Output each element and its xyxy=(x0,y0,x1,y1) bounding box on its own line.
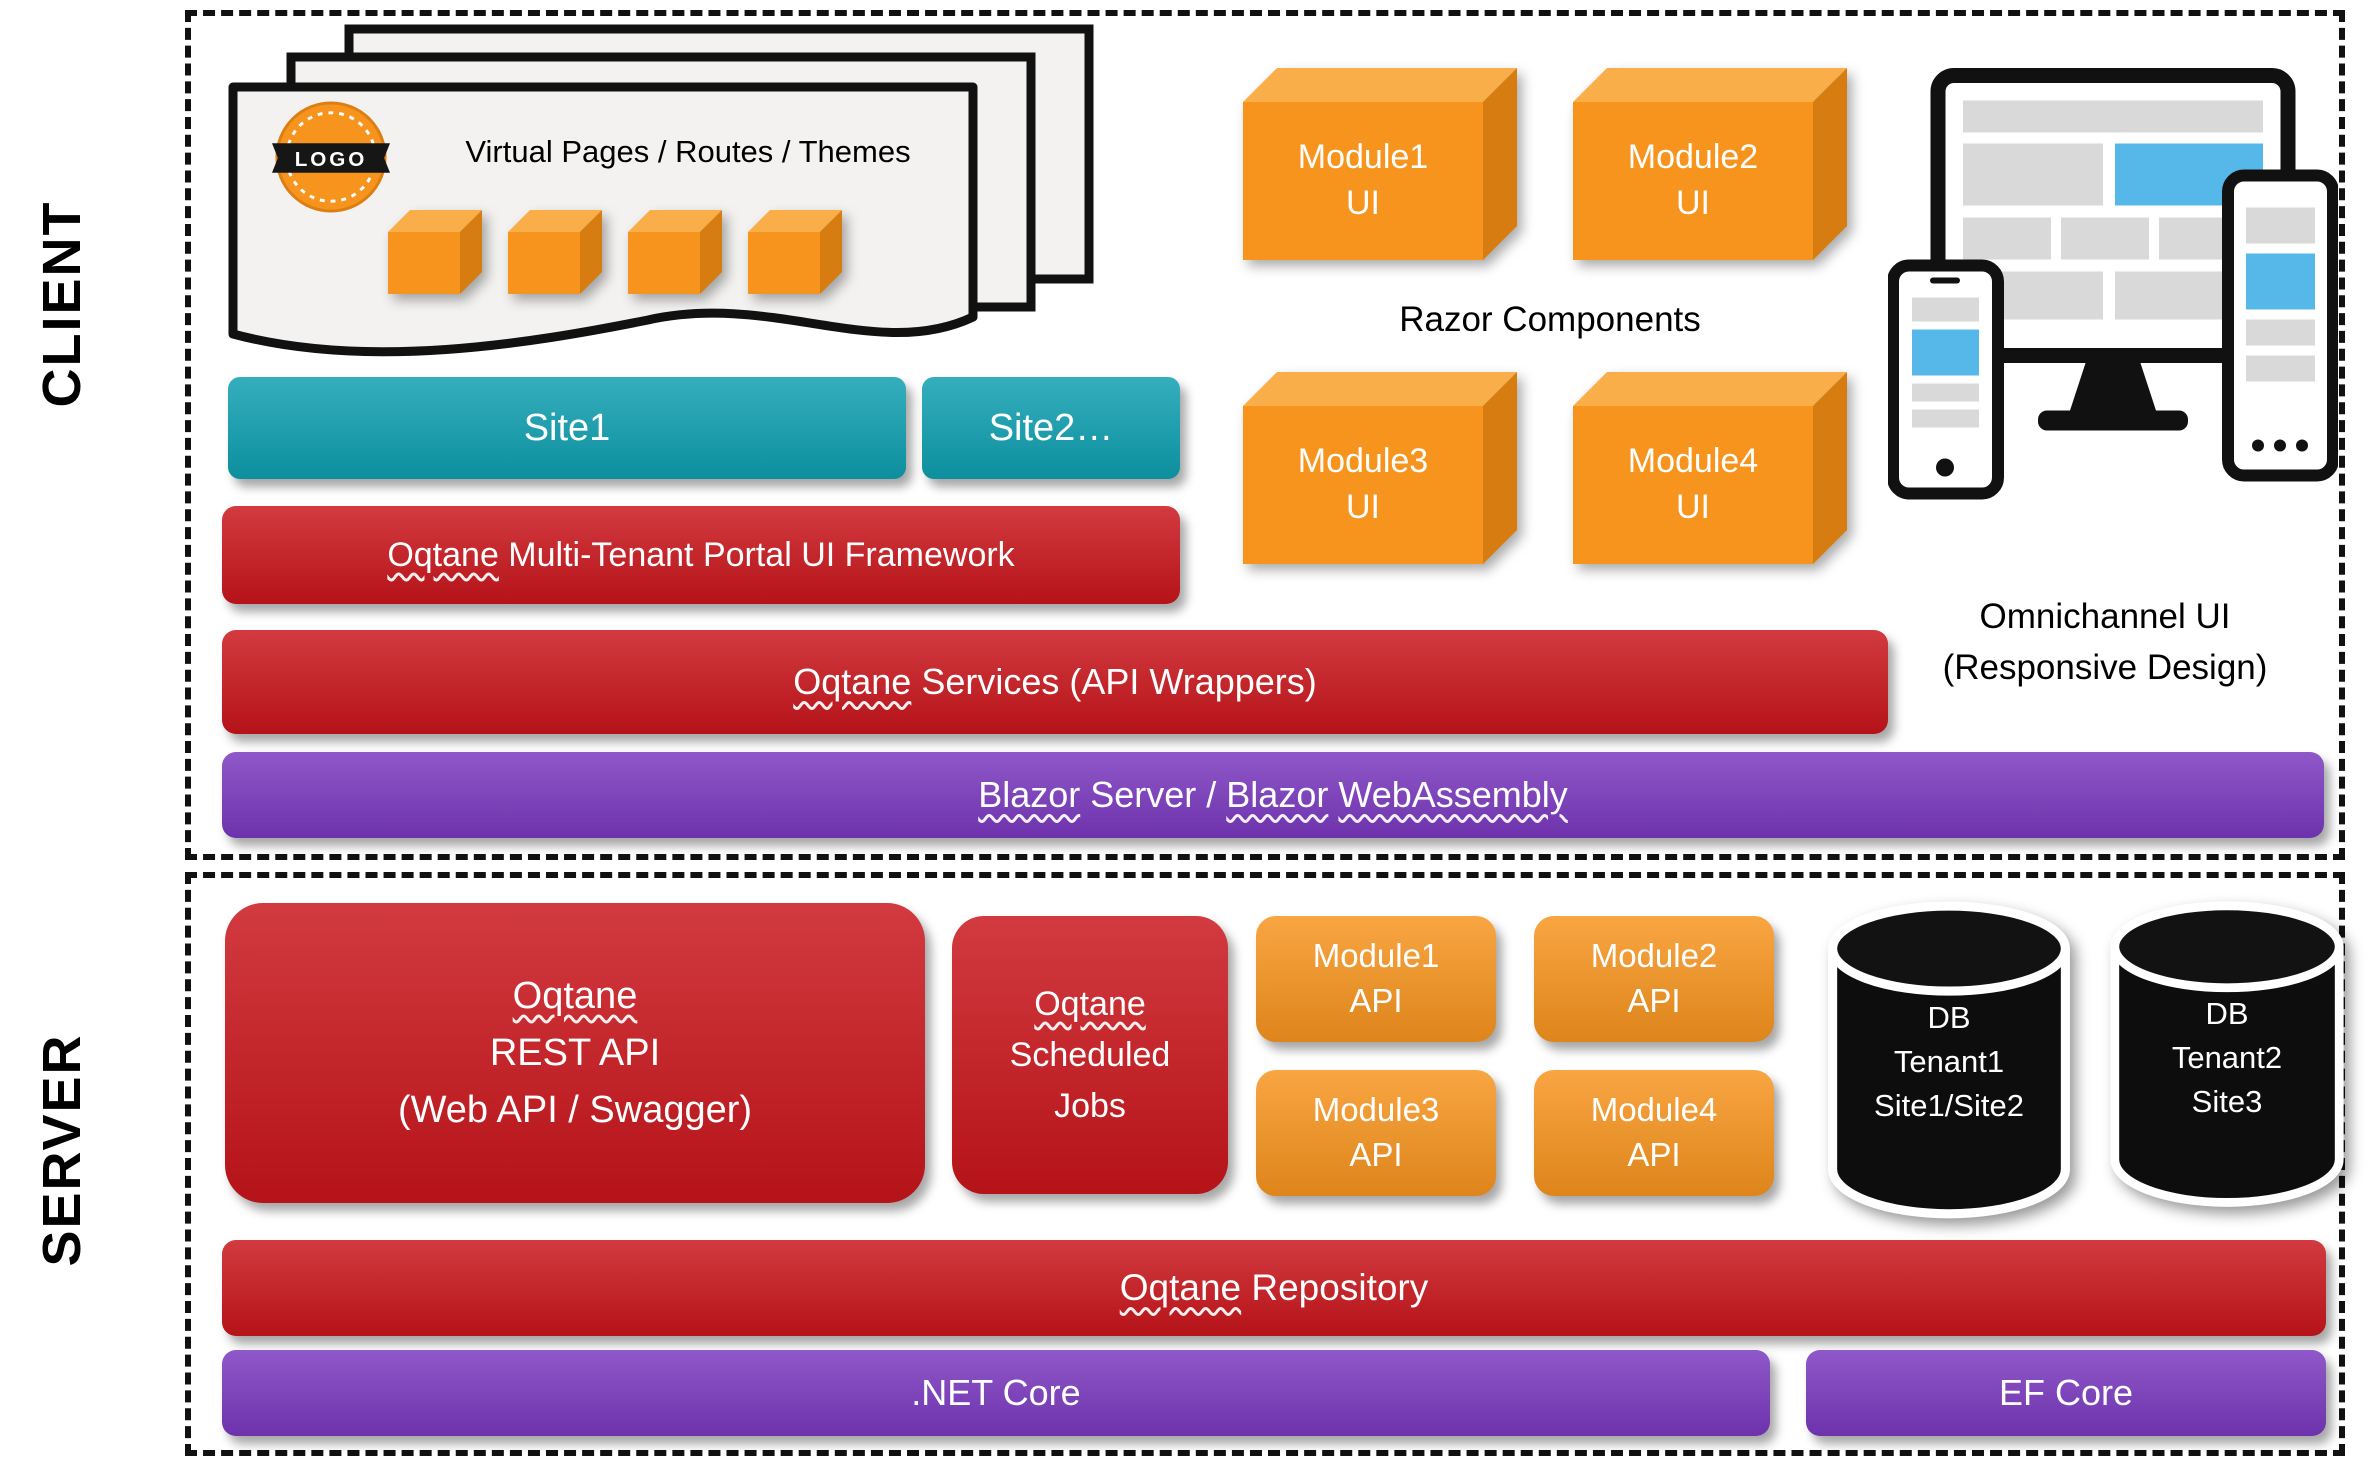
rest-api-line1: Oqtane xyxy=(512,974,638,1017)
repository-bar: Oqtane Repository xyxy=(222,1240,2326,1336)
page-cube-icon xyxy=(748,210,842,294)
site1-label: Site1 xyxy=(523,406,611,449)
services-label: Oqtane Services (API Wrappers) xyxy=(793,661,1317,702)
ef-core-bar: EF Core xyxy=(1806,1350,2326,1436)
omnichannel-caption-line2: (Responsive Design) xyxy=(1942,647,2268,687)
rest-api-line3: (Web API / Swagger) xyxy=(397,1088,753,1131)
database-cylinder-icon xyxy=(1828,901,2070,1219)
razor-components-label: Razor Components xyxy=(1399,300,1701,339)
cube-front-face xyxy=(628,232,700,294)
ef-core-label: EF Core xyxy=(1998,1372,2134,1413)
server-section-label: SERVER xyxy=(32,1033,92,1267)
database-cylinder-icon xyxy=(2110,901,2344,1207)
blazor-label: Blazor Server / Blazor WebAssembly xyxy=(978,774,1568,815)
cube-front-face xyxy=(508,232,580,294)
tablet-icon xyxy=(2222,169,2338,482)
omnichannel-caption: Omnichannel UI (Responsive Design) xyxy=(1875,592,2335,694)
database1-label: DB Tenant1 Site1/Site2 xyxy=(1874,1000,2024,1124)
jobs-line3: Jobs xyxy=(1054,1086,1126,1125)
cube-side-face xyxy=(1483,68,1517,260)
dotnet-core-label: .NET Core xyxy=(911,1372,1081,1413)
portal-framework-bar: Oqtane Multi-Tenant Portal UI Framework xyxy=(222,506,1180,604)
scheduled-jobs-box: Oqtane Scheduled Jobs xyxy=(952,916,1228,1194)
client-section-label: CLIENT xyxy=(32,200,92,408)
omnichannel-caption-line1: Omnichannel UI xyxy=(1979,597,2231,636)
cube-top-face xyxy=(1243,372,1517,406)
database-tenant1: DB Tenant1 Site1/Site2 xyxy=(1820,898,2078,1232)
cube-front-face xyxy=(388,232,460,294)
database-tenant2: DB Tenant2 Site3 xyxy=(2104,898,2350,1220)
database2-label: DB Tenant2 Site3 xyxy=(2171,996,2283,1120)
rest-api-box: Oqtane REST API (Web API / Swagger) xyxy=(225,903,925,1203)
blazor-bar: Blazor Server / Blazor WebAssembly xyxy=(222,752,2324,838)
services-bar: Oqtane Services (API Wrappers) xyxy=(222,630,1888,734)
phone-icon xyxy=(1888,259,2004,500)
site2-label: Site2… xyxy=(988,406,1114,449)
jobs-line2: Scheduled xyxy=(1009,1035,1171,1074)
page-cube-icon xyxy=(388,210,482,294)
cube-top-face xyxy=(1573,68,1847,102)
page-cube-icon xyxy=(508,210,602,294)
site2-box: Site2… xyxy=(922,377,1180,479)
rest-api-line2: REST API xyxy=(489,1031,661,1074)
cube-front-face xyxy=(748,232,820,294)
jobs-line1: Oqtane xyxy=(1034,984,1146,1023)
cube-top-face xyxy=(1243,68,1517,102)
virtual-pages-title: Virtual Pages / Routes / Themes xyxy=(465,134,911,169)
client-section-frame xyxy=(185,10,2345,860)
omnichannel-devices-icon xyxy=(1888,68,2338,500)
logo-badge-icon: LOGO xyxy=(272,101,390,213)
page-cube-icon xyxy=(628,210,722,294)
logo-text: LOGO xyxy=(295,148,368,171)
portal-framework-label: Oqtane Multi-Tenant Portal UI Framework xyxy=(387,535,1015,574)
repository-label: Oqtane Repository xyxy=(1119,1267,1429,1308)
cube-side-face xyxy=(1813,68,1847,260)
cube-side-face xyxy=(1813,372,1847,564)
dotnet-core-bar: .NET Core xyxy=(222,1350,1770,1436)
site1-box: Site1 xyxy=(228,377,906,479)
cube-top-face xyxy=(1573,372,1847,406)
cube-side-face xyxy=(1483,372,1517,564)
